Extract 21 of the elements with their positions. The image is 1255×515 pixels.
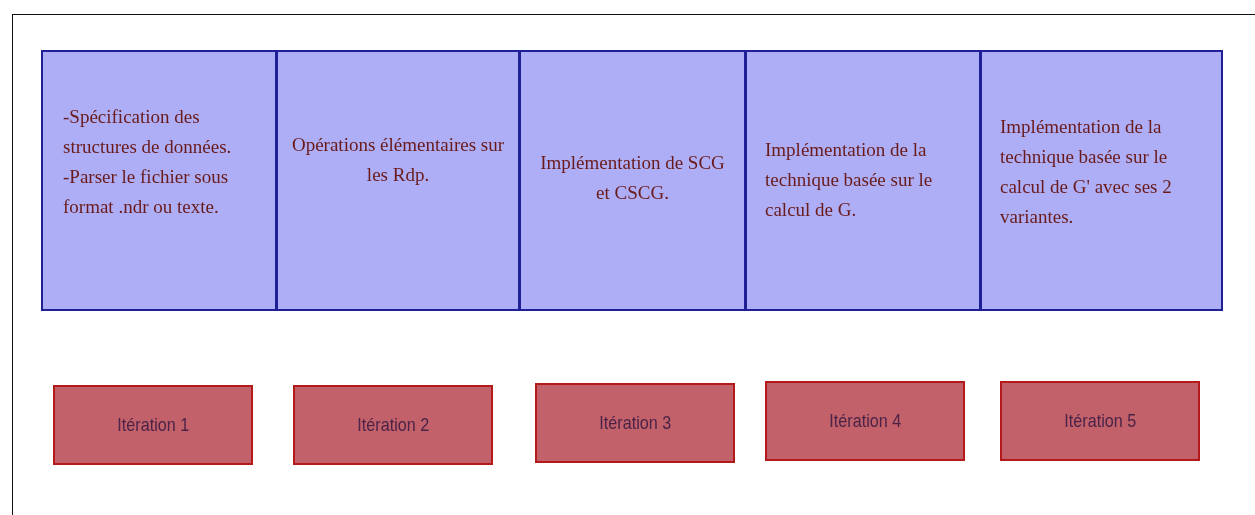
- task-text: -Parser le fichier sous format .ndr ou texte.: [63, 165, 230, 219]
- task-text: Implémentation de la technique basée sur le calcul de G.: [765, 138, 934, 222]
- task-box: [745, 50, 981, 311]
- iteration-label: Itération 3: [599, 412, 671, 434]
- task-text: Implémentation de SCG et CSCG.: [539, 151, 726, 205]
- task-box: [980, 50, 1223, 311]
- iteration-box: [765, 381, 965, 461]
- task-box: [276, 50, 520, 311]
- iteration-label: Itération 2: [357, 414, 429, 436]
- iteration-box: [1000, 381, 1200, 461]
- iteration-box: [535, 383, 735, 463]
- task-text: Implémentation de la technique basée sur le calcul de G' avec ses 2 variantes.: [1000, 115, 1173, 229]
- iteration-box: [293, 385, 493, 465]
- task-text: Opérations élémentaires sur les Rdp.: [290, 133, 506, 187]
- task-box: [519, 50, 746, 311]
- iteration-box: [53, 385, 253, 465]
- task-box: [41, 50, 277, 311]
- iteration-label: Itération 1: [117, 414, 189, 436]
- iteration-label: Itération 4: [829, 410, 901, 432]
- task-text: -Spécification des structures de données.: [63, 105, 233, 159]
- iteration-label: Itération 5: [1064, 410, 1136, 432]
